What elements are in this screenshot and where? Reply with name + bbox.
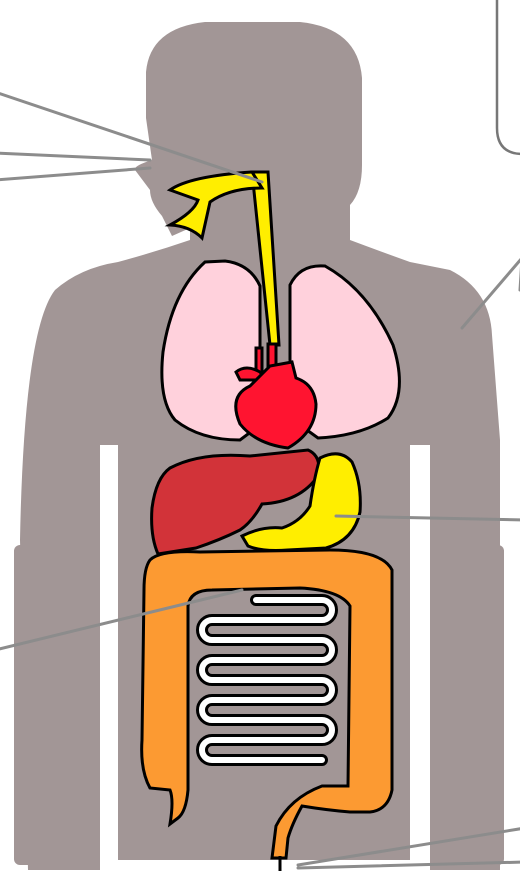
left-arm <box>14 545 100 865</box>
label-box <box>497 0 520 154</box>
right-arm <box>432 545 504 865</box>
small-intestine <box>202 600 332 760</box>
leader-line-mouth-upper <box>0 153 150 160</box>
leader-line-mouth-lower <box>0 168 150 180</box>
